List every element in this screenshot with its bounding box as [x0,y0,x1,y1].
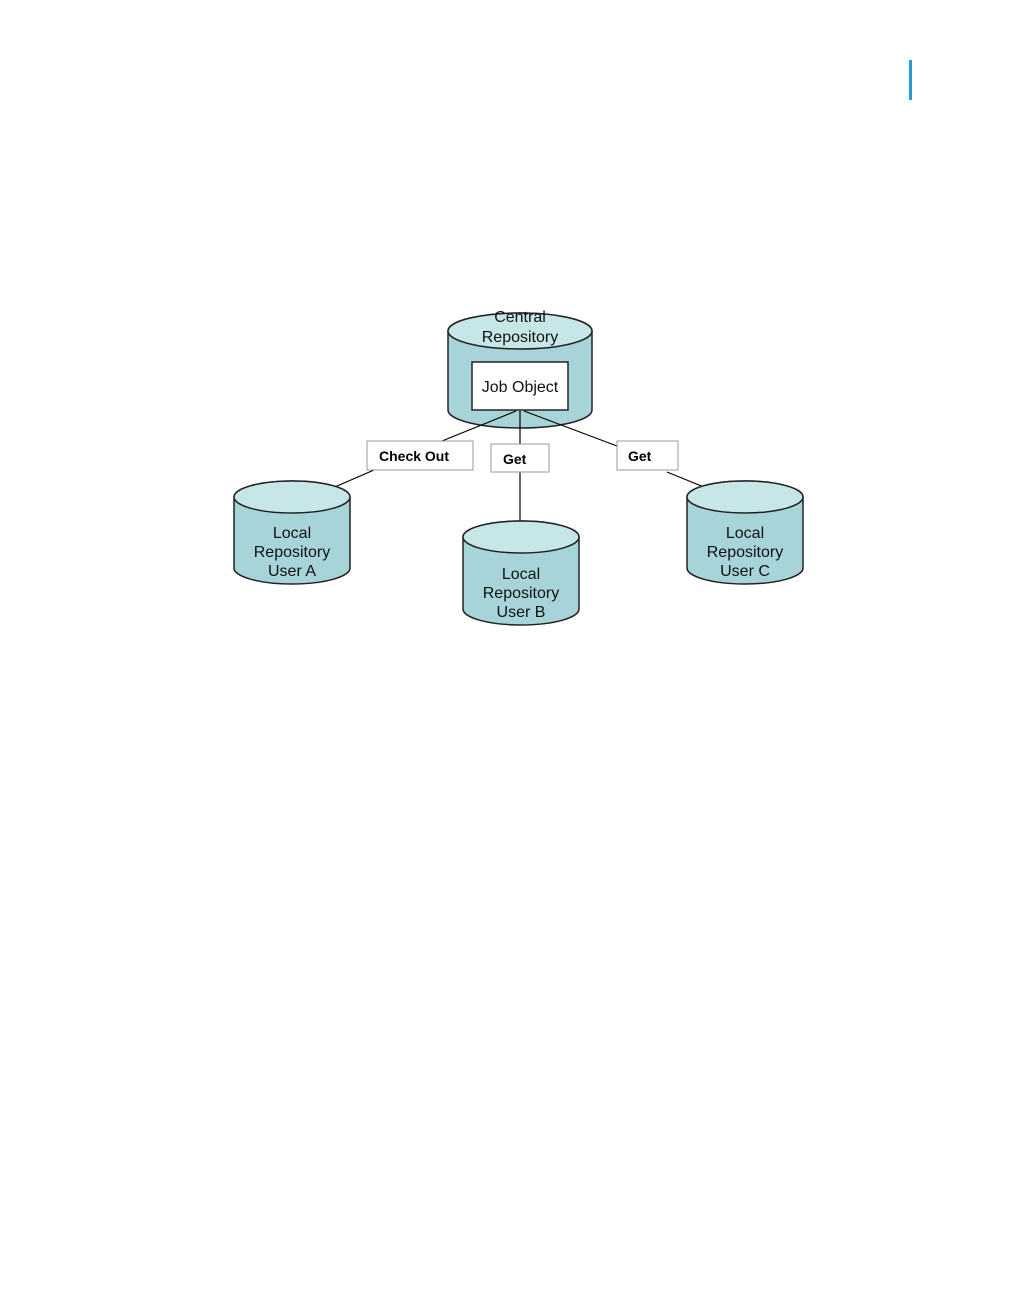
local-repository-user-c: Local Repository User C [687,481,803,584]
get-b-text: Get [503,451,527,467]
check-out-text: Check Out [379,448,449,464]
local-c-label-2: Repository [707,544,783,561]
central-repository-label-1: Central [494,309,546,326]
local-a-label-2: Repository [254,544,330,561]
local-repository-user-a: Local Repository User A [234,481,350,584]
job-object-label: Job Object [482,379,559,396]
get-c-text: Get [628,448,652,464]
get-c-label: Get [617,441,678,470]
get-b-label: Get [491,444,549,472]
local-b-label-1: Local [502,566,540,583]
local-a-label-1: Local [273,525,311,542]
job-object: Job Object [472,362,568,410]
check-out-label: Check Out [367,441,473,470]
central-repository-label-2: Repository [482,329,558,346]
local-c-label-3: User C [720,563,770,580]
local-b-label-3: User B [497,604,546,621]
local-b-label-2: Repository [483,585,559,602]
local-repository-user-b: Local Repository User B [463,521,579,625]
local-c-label-1: Local [726,525,764,542]
local-a-label-3: User A [268,563,316,580]
